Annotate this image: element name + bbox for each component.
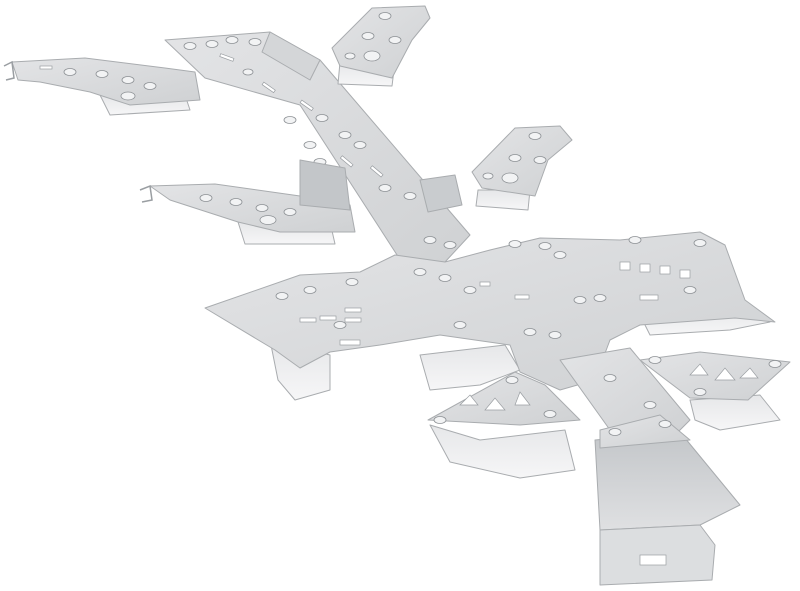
center-spine-plate — [164, 31, 471, 276]
main-belly-plate — [204, 231, 776, 401]
middle-bracket-plate — [471, 125, 573, 211]
spine-holes — [183, 36, 417, 200]
upper-bracket-plate — [331, 5, 431, 87]
rear-hitch-guard-plate — [594, 414, 741, 586]
belly-holes — [275, 236, 707, 339]
belly-slots — [299, 261, 691, 346]
upper-left-arm-plate — [3, 57, 201, 116]
spine-slots — [219, 53, 384, 178]
lower-left-guard-plate — [427, 371, 581, 479]
lower-left-arm-plate — [139, 159, 356, 245]
lower-right-guard-plate — [639, 351, 791, 431]
